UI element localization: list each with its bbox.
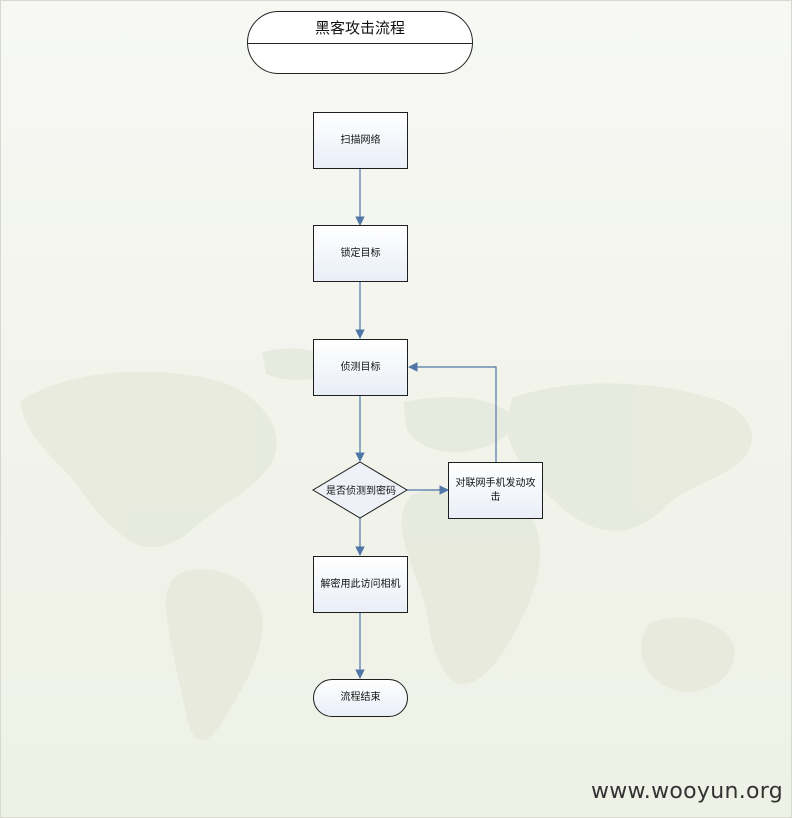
diagram-title-box: 黑客攻击流程 <box>247 11 473 74</box>
edge-attack-to-probe <box>408 362 497 462</box>
map-europe <box>404 397 513 453</box>
watermark: www.wooyun.org <box>590 779 783 804</box>
node-decrypt-camera: 解密用此访问相机 <box>313 556 408 613</box>
map-australia <box>641 617 735 692</box>
node-probe-target: 侦测目标 <box>313 339 408 396</box>
node-decision-label: 是否侦测到密码 <box>326 485 396 497</box>
map-asia <box>506 383 752 531</box>
node-lock-target: 锁定目标 <box>313 225 408 282</box>
map-south-america <box>165 569 263 740</box>
title-divider <box>248 43 472 44</box>
node-attack-phone: 对联网手机发动攻击 <box>448 462 543 519</box>
diagram-title: 黑客攻击流程 <box>314 19 405 37</box>
decision-diamond <box>312 461 408 519</box>
node-scan-network: 扫描网络 <box>313 112 408 169</box>
map-north-america <box>20 371 277 548</box>
node-flow-end: 流程结束 <box>313 679 408 717</box>
map-africa <box>401 487 541 685</box>
